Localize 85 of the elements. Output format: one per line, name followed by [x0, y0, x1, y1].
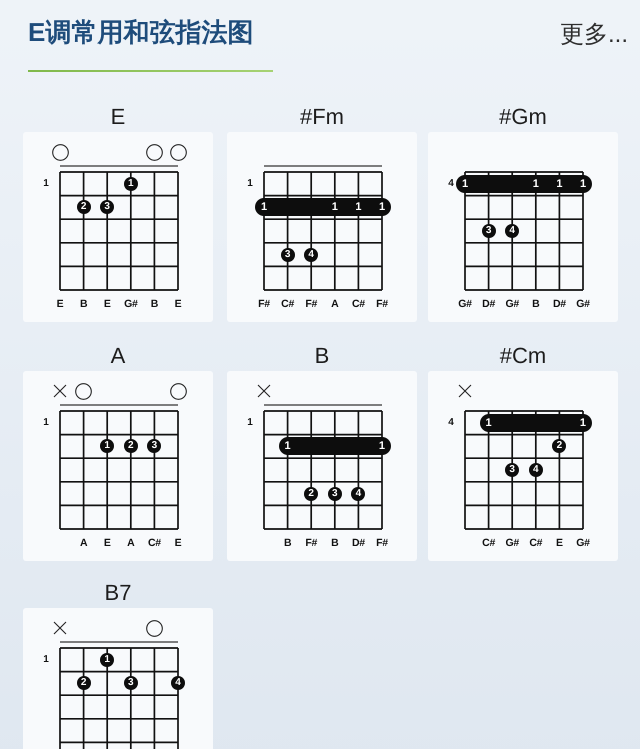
finger-dot: 4	[528, 463, 543, 477]
string-note: A	[80, 537, 88, 549]
page-title: E调常用和弦指法图	[28, 16, 254, 49]
string-note: G#	[576, 537, 590, 549]
fret-number: 1	[247, 416, 253, 429]
barre-bar	[278, 437, 391, 456]
finger-number: 1	[354, 200, 362, 216]
finger-number: 1	[484, 416, 493, 431]
finger-dot: 3	[280, 248, 295, 262]
finger-dot: 2	[304, 486, 318, 501]
string-note: G#	[124, 298, 138, 310]
finger-dot: 3	[505, 463, 520, 477]
finger-dot: 2	[552, 439, 566, 454]
finger-dot: 3	[100, 200, 114, 214]
string-note: F#	[258, 298, 270, 310]
finger-dot: 1	[100, 652, 114, 667]
string-note: D#	[352, 537, 365, 549]
finger-dot: 4	[171, 676, 185, 690]
fret-number: 1	[247, 178, 253, 190]
finger-number: 1	[579, 176, 587, 192]
string-note: B	[331, 537, 338, 549]
string-note: C#	[529, 537, 542, 549]
finger-dot: 3	[482, 224, 496, 238]
finger-dot: 1	[100, 439, 114, 454]
string-note: F#	[376, 298, 388, 310]
finger-dot: 3	[147, 439, 162, 454]
chord-name: A	[110, 344, 126, 368]
string-note: B	[532, 298, 540, 310]
string-note: D#	[482, 298, 495, 310]
string-note: F#	[305, 537, 318, 549]
string-note: G#	[576, 298, 590, 310]
finger-dot: 1	[124, 176, 138, 191]
chord-name: E	[110, 105, 126, 129]
finger-number: 1	[461, 176, 469, 192]
finger-dot: 3	[124, 676, 138, 690]
finger-number: 1	[284, 439, 292, 454]
finger-number: 1	[378, 439, 386, 454]
finger-dot: 4	[304, 248, 318, 262]
string-note: C#	[281, 298, 294, 310]
string-note: F#	[376, 537, 388, 549]
finger-number: 1	[260, 200, 268, 216]
more-link: 更多...	[560, 20, 628, 50]
finger-dot: 4	[351, 486, 366, 501]
string-note: D#	[552, 298, 566, 310]
fret-number: 4	[448, 178, 454, 190]
fret-number: 1	[43, 416, 49, 429]
chord-name: #Fm	[300, 105, 344, 129]
string-note: C#	[352, 298, 365, 310]
string-note: E	[104, 537, 111, 549]
string-note: G#	[505, 298, 519, 310]
barre-bar	[480, 414, 592, 432]
finger-number: 1	[532, 176, 540, 192]
string-note: C#	[148, 537, 161, 549]
chord-name: B	[314, 344, 330, 368]
finger-number: 1	[330, 200, 339, 216]
string-note: E	[556, 537, 563, 549]
barre-bar	[255, 198, 391, 216]
fret-number: 1	[43, 178, 49, 190]
string-note: F#	[305, 298, 318, 310]
string-note: B	[284, 537, 292, 549]
finger-number: 1	[578, 416, 587, 431]
finger-dot: 2	[124, 439, 138, 454]
string-note: E	[56, 298, 64, 310]
chord-name: #Cm	[500, 344, 546, 368]
finger-dot: 2	[76, 200, 91, 214]
chord-name: #Gm	[499, 105, 547, 129]
chord-name: B7	[104, 581, 132, 605]
string-note: B	[80, 298, 88, 310]
fret-number: 1	[43, 654, 49, 666]
string-note: E	[174, 298, 182, 310]
string-note: B	[150, 298, 158, 310]
string-note: A	[127, 537, 134, 549]
string-note: E	[104, 298, 111, 310]
string-note: G#	[458, 298, 472, 310]
finger-number: 1	[378, 200, 386, 216]
string-note: G#	[505, 537, 519, 549]
fret-number: 4	[448, 416, 454, 429]
string-note: A	[331, 298, 338, 310]
barre-bar	[456, 174, 592, 193]
finger-dot: 4	[505, 224, 520, 238]
string-note: E	[174, 537, 182, 549]
finger-number: 1	[555, 176, 564, 192]
string-note: C#	[482, 537, 495, 549]
finger-dot: 3	[328, 486, 342, 501]
finger-dot: 2	[76, 676, 91, 690]
